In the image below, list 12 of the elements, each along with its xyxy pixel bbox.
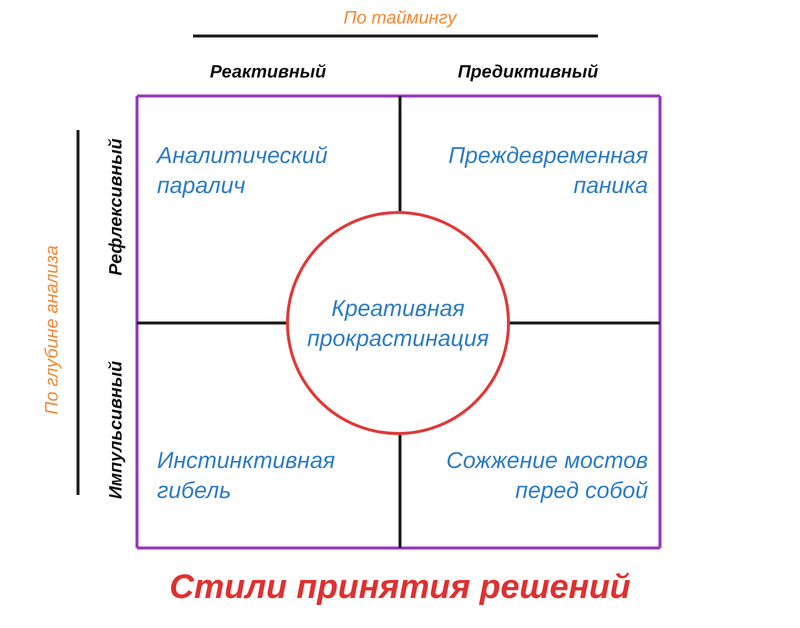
caption: Стили принятия решений bbox=[168, 568, 632, 607]
quadrant-label: Инстинктивная гибель bbox=[157, 445, 387, 505]
quadrant-label: Сожжение мостов перед собой bbox=[418, 445, 648, 505]
column-header: Предиктивный bbox=[458, 62, 598, 82]
row-header: Рефлексивный bbox=[106, 138, 126, 276]
row-header: Импульсивный bbox=[106, 360, 126, 500]
circle-label: Креативная прокрастинация bbox=[306, 294, 490, 353]
quadrant-label: Преждевременная паника bbox=[418, 140, 648, 200]
quadrant-label: Аналитический паралич bbox=[157, 140, 387, 200]
axis-title: По глубине анализа bbox=[42, 245, 62, 415]
column-header: Реактивный bbox=[210, 62, 326, 82]
axis-title: По таймингу bbox=[344, 8, 456, 28]
